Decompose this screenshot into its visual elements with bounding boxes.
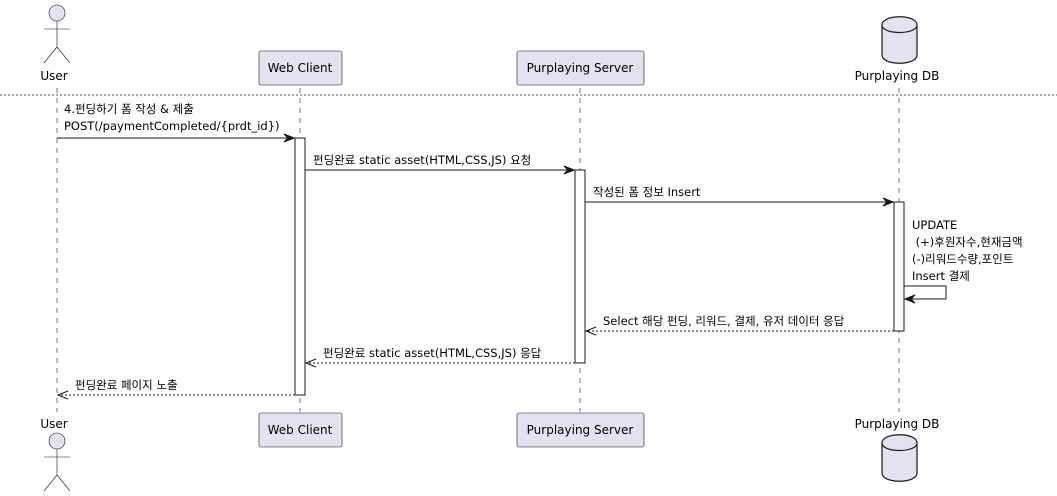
participant-web-client-top: Web Client	[258, 50, 343, 86]
participant-server-top: Purplaying Server	[516, 50, 645, 86]
database-icon	[881, 434, 918, 482]
actor-user-label: User	[40, 417, 67, 431]
message-show-complete-page: 펀딩완료 페이지 노출	[56, 378, 295, 400]
actor-body-icon	[43, 449, 71, 492]
database-icon	[881, 16, 918, 64]
database-db-bottom: Purplaying DB	[855, 417, 940, 482]
arrow-head-icon	[903, 294, 916, 304]
message-submit-form: 4.펀딩하기 폼 작성 & 제출 POST(/paymentCompleted/…	[57, 102, 296, 143]
message-label: POST(/paymentCompleted/{prdt_id})	[64, 119, 280, 133]
participant-web-client-label: Web Client	[268, 423, 333, 437]
participant-box	[258, 412, 343, 448]
arrow-head-icon	[563, 165, 576, 175]
database-db-label: Purplaying DB	[855, 69, 940, 83]
arrow-head-icon	[283, 133, 296, 143]
arrow-head-icon	[56, 390, 69, 400]
message-label: Insert 결제	[912, 269, 970, 283]
message-label: 펀딩완료 static asset(HTML,CSS,JS) 응답	[323, 346, 542, 360]
participant-server-label: Purplaying Server	[527, 61, 634, 75]
message-insert-form: 작성된 폼 정보 Insert	[585, 185, 895, 207]
message-label: 4.펀딩하기 폼 작성 & 제출	[64, 102, 194, 116]
actor-user-bottom: User	[40, 417, 71, 492]
actor-body-icon	[43, 21, 71, 64]
actor-head-icon	[48, 4, 66, 22]
message-label: Select 해당 펀딩, 리워드, 결제, 유저 데이터 응답	[603, 314, 845, 328]
message-select-response: Select 해당 펀딩, 리워드, 결제, 유저 데이터 응답	[584, 314, 894, 336]
message-label: 펀딩완료 static asset(HTML,CSS,JS) 요청	[313, 153, 531, 167]
message-label: 펀딩완료 페이지 노출	[75, 378, 178, 392]
message-label: 작성된 폼 정보 Insert	[593, 185, 701, 199]
actor-user-top: User	[40, 4, 71, 83]
activation-server	[574, 169, 586, 364]
database-db-label: Purplaying DB	[855, 417, 940, 431]
message-label: UPDATE	[912, 218, 957, 232]
participant-box	[516, 50, 645, 86]
arrow-head-icon	[304, 358, 317, 368]
participant-web-client-label: Web Client	[268, 61, 333, 75]
arrow-head-icon	[584, 326, 597, 336]
participant-web-client-bottom: Web Client	[258, 412, 343, 448]
activation-db	[893, 201, 905, 332]
participant-box	[258, 50, 343, 86]
message-static-asset-response: 펀딩완료 static asset(HTML,CSS,JS) 응답	[304, 346, 575, 368]
message-db-self-update: UPDATE (+)후원자수,현재금액 (-)리워드수량,포인트 Insert …	[903, 218, 1023, 304]
participant-box	[516, 412, 645, 448]
actor-user-label: User	[40, 69, 67, 83]
actor-head-icon	[48, 432, 66, 450]
database-db-top: Purplaying DB	[855, 16, 940, 83]
participant-server-bottom: Purplaying Server	[516, 412, 645, 448]
message-request-static-asset: 펀딩완료 static asset(HTML,CSS,JS) 요청	[305, 153, 576, 175]
activation-web-client	[294, 137, 306, 396]
participant-server-label: Purplaying Server	[527, 423, 634, 437]
message-label: (+)후원자수,현재금액	[912, 235, 1023, 249]
arrow-head-icon	[882, 197, 895, 207]
message-label: (-)리워드수량,포인트	[912, 252, 1013, 266]
